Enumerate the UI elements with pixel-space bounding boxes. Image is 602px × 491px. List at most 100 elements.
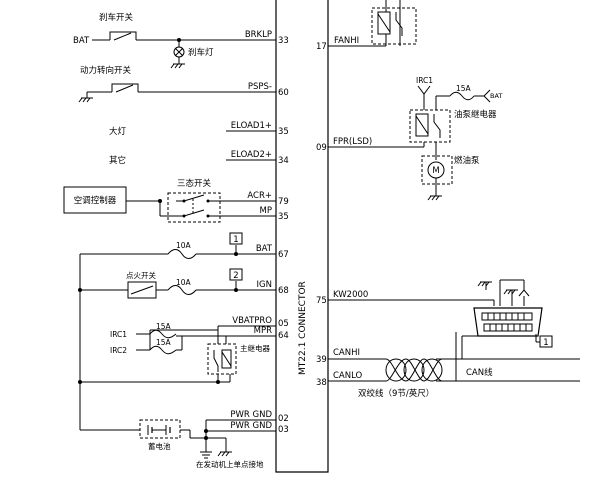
obd-connector-icon <box>473 307 543 337</box>
bat-label: BAT <box>73 36 90 46</box>
bat-right-label: BAT <box>490 92 502 100</box>
ac-controller-box <box>63 186 127 214</box>
pin-label-eload1: ELOAD1+ <box>231 121 272 131</box>
battery-box <box>139 419 181 439</box>
pin-label-ign: IGN <box>257 280 272 290</box>
battery-label: 蓄电池 <box>148 441 171 451</box>
ground-icon <box>217 451 232 457</box>
ground-icon <box>427 195 442 201</box>
power-steering-label: 动力转向开关 <box>80 65 132 76</box>
can-line-label: CAN线 <box>466 367 493 378</box>
pin-label-bat: BAT <box>256 244 273 254</box>
irc2-label: IRC2 <box>110 346 127 355</box>
pin-num-02: 02 <box>278 414 289 424</box>
obd-pins <box>481 312 533 332</box>
fuse-icon <box>167 285 197 295</box>
ground-icon <box>78 92 93 103</box>
pin-num-35b: 35 <box>278 212 289 222</box>
fuse-15a-right: 15A <box>456 84 472 93</box>
pin-num-17: 17 <box>316 42 327 52</box>
power-steering-circuit: 动力转向开关 <box>78 65 140 103</box>
pin-num-05: 05 <box>278 319 289 329</box>
others-label: 其它 <box>109 155 126 166</box>
brake-switch-icon <box>109 31 137 41</box>
pin-num-38: 38 <box>316 378 327 388</box>
pin-num-09: 09 <box>316 143 327 153</box>
tristate-switch-box <box>167 192 221 223</box>
ground-icon <box>503 289 518 295</box>
fuse-10a-ign: 10A <box>176 278 192 287</box>
fuse-15a-2: 15A <box>156 338 172 347</box>
marker-1-right: 1 <box>543 338 548 348</box>
fan-relay <box>371 0 417 46</box>
fuel-pump-circuit: IRC1 15A BAT 油泵继电器 M 燃油泵 <box>409 76 502 201</box>
fuse-15a-1: 15A <box>156 322 172 331</box>
marker-2-box <box>229 268 243 281</box>
pin-num-64: 64 <box>278 331 289 341</box>
main-relay-box <box>207 343 237 375</box>
pin-label-kw2000: KW2000 <box>333 290 368 300</box>
ps-switch-icon <box>111 83 139 93</box>
pin-label-vbatpro: VBATPRO <box>232 316 272 326</box>
brake-lamp-icon <box>173 46 185 58</box>
fuse-icon <box>149 329 177 339</box>
fuse-10a-bat: 10A <box>176 241 192 250</box>
ac-circuit: 三态开关 空调控制器 <box>63 178 226 223</box>
marker-1: 1 <box>233 235 238 245</box>
bat-connector-icon <box>518 289 530 306</box>
irc1-right-label: IRC1 <box>416 76 433 85</box>
pin-label-mp: MP <box>260 206 272 216</box>
pin-label-canhi: CANHI <box>333 348 360 358</box>
battery-icon <box>147 425 171 435</box>
pin-label-acr: ACR+ <box>247 191 272 201</box>
relay-icon <box>213 349 232 372</box>
marker-1-box <box>229 232 243 245</box>
fuel-pump-label: 燃油泵 <box>454 155 480 166</box>
twisted-pair-icon <box>385 358 443 382</box>
pin-label-fanhi: FANHI <box>334 36 359 46</box>
pin-num-75: 75 <box>316 296 327 306</box>
left-pins: BRKLP 33 PSPS- 60 ELOAD1+ 35 ELOAD2+ 34 … <box>140 30 289 435</box>
pin-num-60: 60 <box>278 88 289 98</box>
single-point-ground-label: 在发动机上单点接地 <box>196 459 264 469</box>
fuel-pump-relay-label: 油泵继电器 <box>454 109 497 120</box>
irc1-connector-icon <box>417 85 431 104</box>
obd-connector-circuit: 1 CAN线 双绞线（9节/英尺） <box>358 279 580 399</box>
pin-num-34: 34 <box>278 156 289 166</box>
pin-num-33: 33 <box>278 36 289 46</box>
ground-icon <box>200 451 212 459</box>
headlight-label: 大灯 <box>109 126 127 137</box>
irc1-label: IRC1 <box>110 330 127 339</box>
pin-num-67: 67 <box>278 250 289 260</box>
power-circuit: 10A 1 点火开关 10A 2 IRC1 IRC2 15A 15A <box>78 232 270 469</box>
pin-label-fpr: FPR(LSD) <box>333 137 372 147</box>
tristate-switch-label: 三态开关 <box>177 178 212 189</box>
connector-label: MT22.1 CONNECTOR <box>298 281 308 375</box>
tristate-switch-icon <box>176 194 226 217</box>
ignition-switch-label: 点火开关 <box>126 270 156 280</box>
pin-label-canlo: CANLO <box>333 371 363 381</box>
marker-2: 2 <box>233 271 238 281</box>
marker-1-right-box <box>539 335 553 348</box>
brake-light-label: 刹车灯 <box>188 47 214 58</box>
ground-icon <box>477 281 492 290</box>
pin-label-brklp: BRKLP <box>245 30 272 40</box>
main-relay-label: 主继电器 <box>240 343 270 353</box>
fuel-pump-box <box>421 155 453 185</box>
fuse-icon <box>449 91 475 101</box>
fuse-icon <box>149 345 177 355</box>
ground-icon <box>170 63 185 69</box>
pin-label-pwrgnd2: PWR GND <box>230 421 272 431</box>
fuel-pump-relay-box <box>409 109 451 143</box>
pin-num-35a: 35 <box>278 127 289 137</box>
pin-label-mpr: MPR <box>254 326 272 336</box>
pin-num-39: 39 <box>316 355 327 365</box>
pin-label-pwrgnd1: PWR GND <box>230 410 272 420</box>
ac-controller-label: 空调控制器 <box>74 195 117 206</box>
pin-num-79: 79 <box>278 197 289 207</box>
brake-switch-circuit: 刹车开关 BAT 刹车灯 <box>73 12 214 69</box>
pin-num-03: 03 <box>278 425 289 435</box>
twisted-pair-label: 双绞线（9节/英尺） <box>358 388 434 399</box>
right-pins: 17 FANHI 09 FPR(LSD) 75 KW2000 39 CANHI … <box>316 36 494 388</box>
